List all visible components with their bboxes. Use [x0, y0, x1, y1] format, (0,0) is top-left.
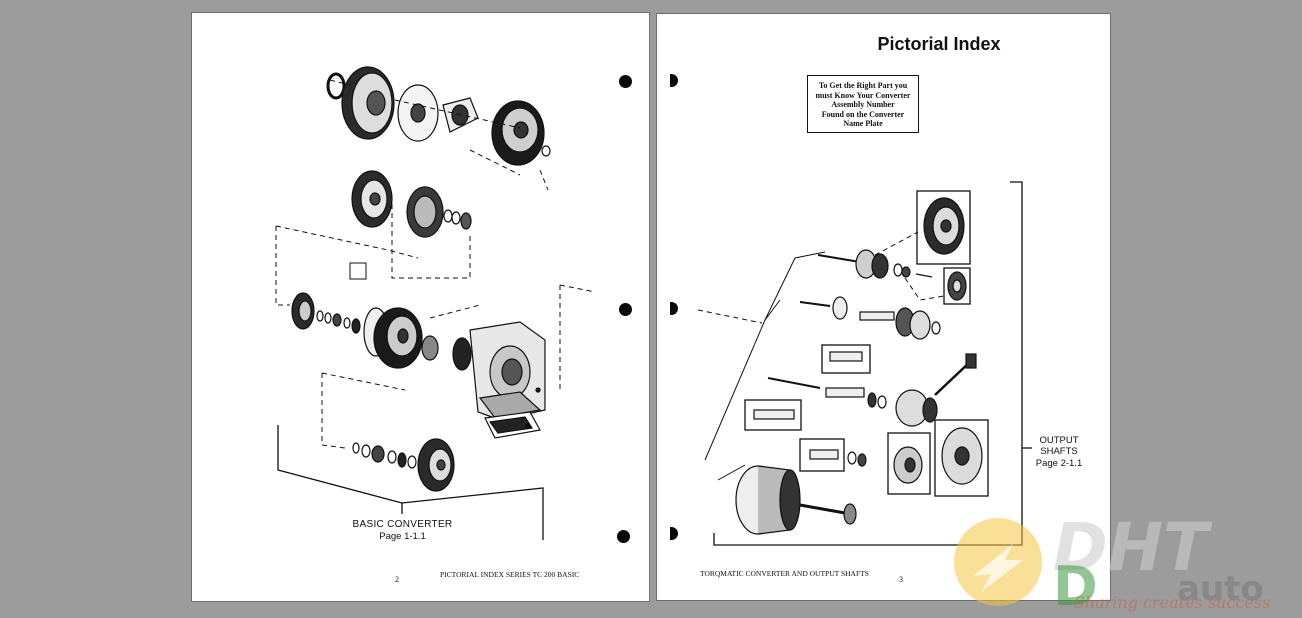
left-page-footer: PICTORIAL INDEX SERIES TC 200 BASIC [440, 570, 580, 579]
watermark-brand: DHT [1053, 509, 1209, 586]
basic-converter-page: Page 1-1.1 [379, 531, 426, 542]
output-shafts-page: Page 2-1.1 [1035, 458, 1083, 469]
watermark-d-letter: D [1053, 555, 1098, 618]
output-shafts-label-2: SHAFTS [1040, 446, 1078, 457]
dht-auto-watermark: DHT auto D Sharing creates success [953, 510, 1298, 618]
note-line: To Get the Right Part you [818, 81, 908, 90]
converter-note-box: To Get the Right Part you must Know Your… [807, 75, 919, 133]
note-line: Found on the Converter [821, 109, 905, 119]
watermark-tagline: Sharing creates success [1073, 593, 1271, 612]
basic-converter-title: BASIC CONVERTER [352, 519, 453, 530]
note-line: must Know Your Converter [815, 90, 911, 100]
binder-hole [619, 75, 632, 88]
watermark-brand-sub: auto [1177, 569, 1264, 609]
page-title: Pictorial Index [877, 34, 1001, 54]
right-page-number: 3 [899, 575, 903, 584]
output-shafts-label: OUTPUT [1039, 435, 1079, 446]
binder-hole [619, 303, 632, 316]
binder-hole [617, 530, 630, 543]
binder-hole-half [670, 302, 678, 315]
note-line: Assembly Number [831, 100, 895, 109]
watermark-circle-icon [954, 518, 1042, 606]
left-page-number: 2 [395, 575, 399, 584]
right-page-footer: TORQMATIC CONVERTER AND OUTPUT SHAFTS [700, 569, 869, 578]
binder-hole-half [670, 74, 678, 87]
binder-hole-half [670, 527, 678, 540]
note-line: Name Plate [843, 119, 883, 128]
